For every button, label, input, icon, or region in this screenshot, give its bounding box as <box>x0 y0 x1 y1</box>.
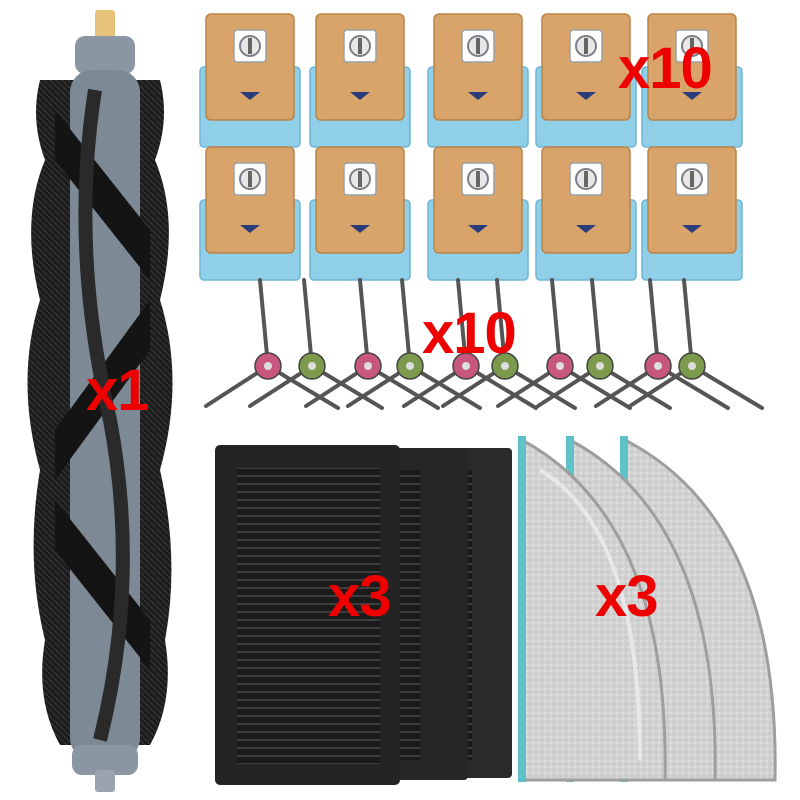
dust-bag <box>535 146 637 281</box>
hepa-filters <box>215 445 512 785</box>
roller-brush-spiral <box>78 88 130 742</box>
dust-bag <box>427 13 529 148</box>
roller-brush-end-cap <box>95 770 115 792</box>
hepa-filter <box>388 448 468 780</box>
dust-bags <box>199 13 743 281</box>
roller-brush-hub <box>75 36 135 74</box>
mop-pads <box>518 436 777 782</box>
roller-brush-quantity-label: x1 <box>86 358 150 423</box>
side-brush <box>441 278 577 410</box>
roller-brush-hub <box>72 745 138 775</box>
dust-bag <box>199 13 301 148</box>
side-brush <box>536 278 672 410</box>
side-brush <box>402 278 538 410</box>
side-brush <box>628 278 764 410</box>
mop-pads-quantity-label: x3 <box>595 564 659 629</box>
side-brush <box>594 278 730 410</box>
roller-brush-end-cap <box>95 10 115 38</box>
side-brush <box>248 278 384 410</box>
side-brush <box>346 278 482 410</box>
dust-bag <box>309 146 411 281</box>
side-brush <box>304 278 440 410</box>
dust-bag <box>535 13 637 148</box>
hepa-filter <box>215 445 400 785</box>
side-brushes-quantity-label: x10 <box>422 301 517 366</box>
hepa-filters-quantity-label: x3 <box>328 564 392 629</box>
roller-brush-blade <box>55 110 150 280</box>
dust-bag <box>199 146 301 281</box>
dust-bags-quantity-label: x10 <box>618 36 713 101</box>
mop-pad <box>518 436 667 782</box>
side-brushes <box>204 278 764 410</box>
dust-bag <box>427 146 529 281</box>
dust-bag <box>641 146 743 281</box>
side-brush <box>496 278 632 410</box>
roller-brush <box>27 10 173 792</box>
dust-bag <box>309 13 411 148</box>
side-brush <box>204 278 340 410</box>
